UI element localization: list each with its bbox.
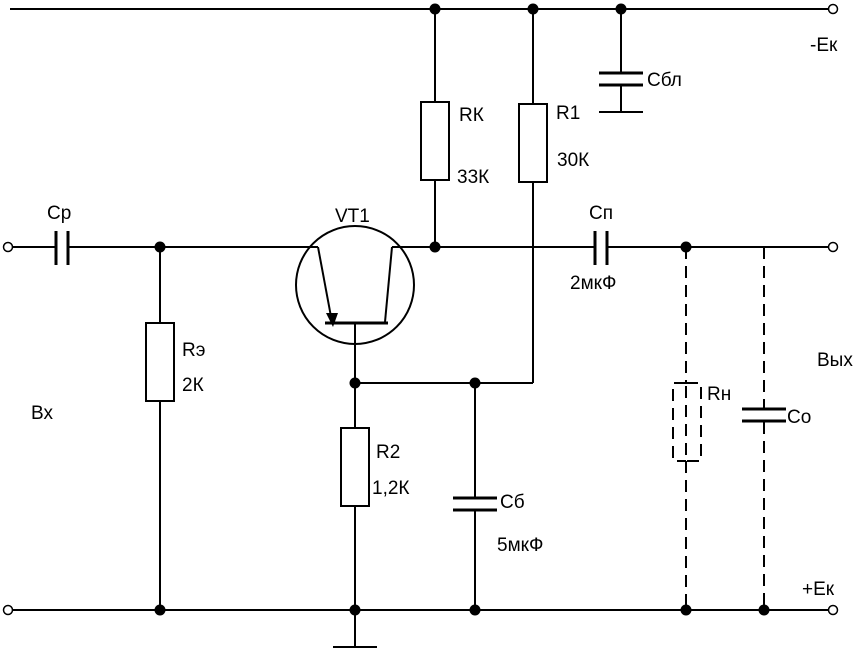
negative-supply-label: -Ек — [810, 35, 838, 56]
junction-dot — [429, 3, 441, 15]
junction-dot — [349, 604, 361, 616]
r1-resistor: R1 30К — [355, 9, 589, 384]
junction-dot — [758, 604, 770, 616]
junction-dot — [615, 3, 627, 15]
r2-name: R2 — [376, 442, 400, 463]
input-line — [2, 231, 312, 265]
cb-name: Сб — [500, 492, 525, 513]
re-name: Rэ — [182, 340, 205, 361]
re-resistor: Rэ 2К — [145, 247, 205, 610]
r1-value: 30К — [557, 150, 589, 171]
r1-name: R1 — [556, 103, 580, 124]
cbl-capacitor: Сбл — [599, 9, 682, 113]
rn-name: Rн — [707, 384, 731, 405]
rk-value: 33К — [457, 167, 489, 188]
transistor-vt1: VT1 — [295, 206, 415, 345]
junction-dot — [154, 604, 166, 616]
junction-dot — [469, 604, 481, 616]
input-terminal[interactable] — [2, 241, 14, 253]
cb-capacitor: Сб 5мкФ — [453, 383, 543, 610]
junction-dot — [469, 377, 481, 389]
output-terminal[interactable] — [827, 241, 839, 253]
collector-output-line: Сп 2мкФ — [392, 203, 839, 294]
cpp-value: 2мкФ — [570, 273, 616, 294]
junction-dot — [527, 3, 539, 15]
cb-value: 5мкФ — [497, 535, 543, 556]
positive-supply-rail — [2, 604, 839, 616]
cp-name: Ср — [47, 203, 71, 224]
negative-supply-rail — [10, 3, 839, 15]
junction-dot — [429, 241, 441, 253]
negative-supply-terminal[interactable] — [827, 3, 839, 15]
emitter-arrow-icon — [326, 313, 338, 327]
junction-dot — [154, 241, 166, 253]
positive-supply-label: +Ек — [802, 579, 835, 600]
cp-capacitor-label: Ср — [47, 203, 71, 224]
cbl-name: Сбл — [647, 70, 682, 91]
r2-resistor: R2 1,2К — [340, 344, 409, 610]
rk-resistor: RК 33К — [420, 9, 489, 247]
input-ground-terminal[interactable] — [2, 604, 14, 616]
r2-value: 1,2К — [372, 478, 409, 499]
cpp-name: Сп — [589, 203, 613, 224]
rk-name: RК — [459, 105, 484, 126]
junction-dots — [154, 3, 770, 616]
input-label: Вх — [31, 403, 53, 424]
junction-dot — [349, 377, 361, 389]
ground-symbol — [333, 610, 377, 648]
transistor-label: VT1 — [335, 206, 370, 227]
rn-load-resistor: Rн — [672, 247, 731, 610]
junction-dot — [680, 604, 692, 616]
output-label: Вых — [817, 350, 853, 371]
co-name: Со — [787, 407, 811, 428]
positive-supply-terminal[interactable] — [827, 604, 839, 616]
co-load-capacitor: Со — [742, 247, 811, 610]
junction-dot — [680, 241, 692, 253]
re-value: 2К — [182, 375, 204, 396]
